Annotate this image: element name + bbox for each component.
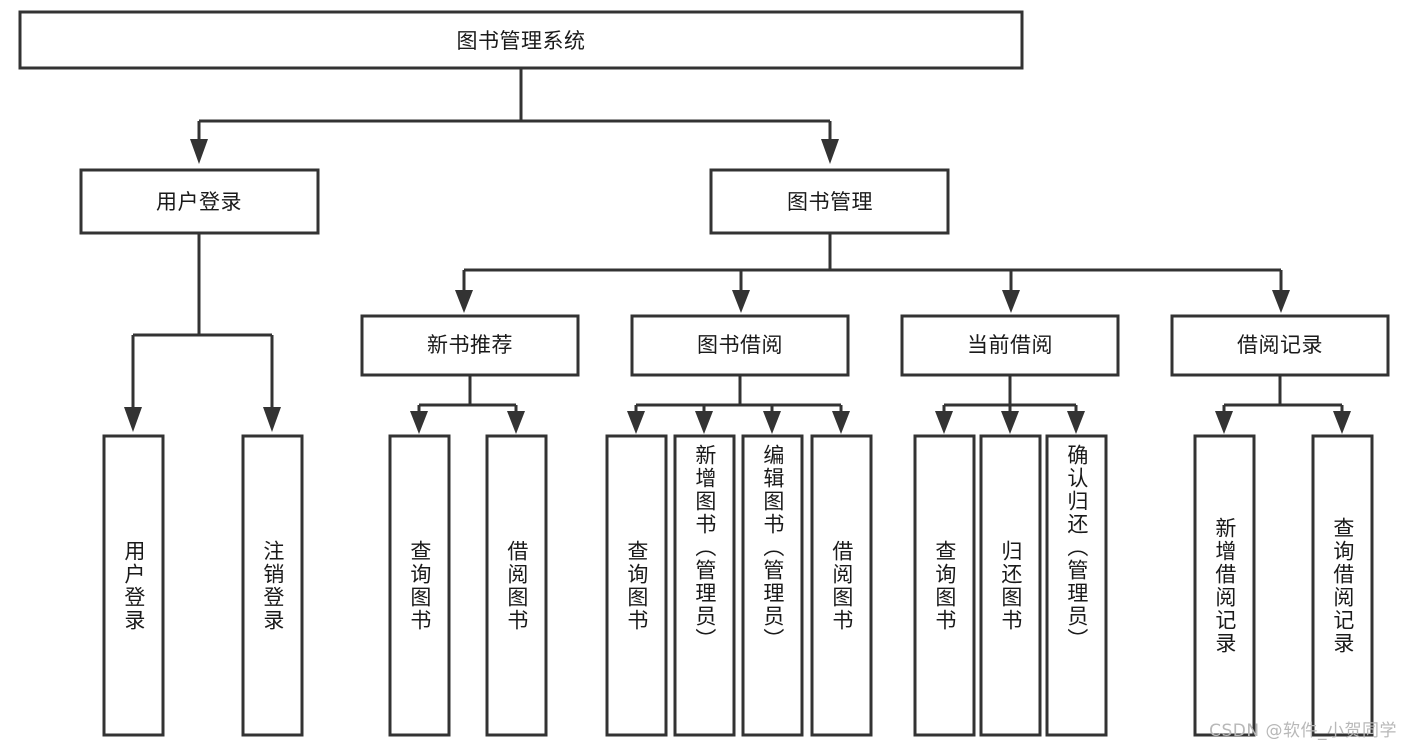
node-user-login[interactable]: 用户登录 bbox=[79, 168, 320, 235]
leaf-query-book-3-box[interactable] bbox=[913, 434, 976, 737]
leaf-add-book-box[interactable] bbox=[673, 434, 736, 737]
arrow-to-leaf-confirm-return bbox=[1067, 411, 1085, 434]
arrow-to-new-book-recommend bbox=[455, 290, 473, 313]
borrow-record-label: 借阅记录 bbox=[1237, 333, 1323, 357]
connector-book-manage-to-level2 bbox=[455, 233, 1290, 313]
connector-borrow-record-to-leaves bbox=[1215, 375, 1351, 434]
node-book-borrow[interactable]: 图书借阅 bbox=[630, 314, 850, 377]
connector-current-borrow-to-leaves bbox=[935, 375, 1085, 434]
node-root[interactable]: 图书管理系统 bbox=[18, 10, 1024, 70]
node-current-borrow[interactable]: 当前借阅 bbox=[900, 314, 1120, 377]
arrow-to-leaf-query-book-3 bbox=[935, 411, 953, 434]
arrow-to-leaf-query-record bbox=[1333, 411, 1351, 434]
root-box bbox=[18, 10, 1024, 70]
leaf-borrow-book-2-box[interactable] bbox=[810, 434, 873, 737]
arrow-to-current-borrow bbox=[1002, 290, 1020, 313]
leaf-edit-book-box[interactable] bbox=[741, 434, 804, 737]
arrow-to-leaf-return-book bbox=[1001, 411, 1019, 434]
node-borrow-record[interactable]: 借阅记录 bbox=[1170, 314, 1390, 377]
arrow-to-leaf-borrow-book-1 bbox=[507, 411, 525, 434]
current-borrow-label: 当前借阅 bbox=[967, 333, 1053, 357]
arrow-to-leaf-edit-book bbox=[763, 411, 781, 434]
user-login-label: 用户登录 bbox=[156, 190, 242, 214]
connector-user-login-to-leaves bbox=[124, 233, 281, 432]
connector-book-borrow-to-leaves bbox=[627, 375, 850, 434]
arrow-to-leaf-query-book-1 bbox=[410, 411, 428, 434]
root-label: 图书管理系统 bbox=[457, 29, 586, 53]
arrow-to-leaf-borrow-book-2 bbox=[832, 411, 850, 434]
leaf-user-login-box[interactable] bbox=[102, 434, 165, 737]
connector-root-to-level1 bbox=[190, 68, 839, 164]
leaf-add-record-box[interactable] bbox=[1193, 434, 1256, 737]
leaf-query-book-2-box[interactable] bbox=[605, 434, 668, 737]
arrow-to-leaf-add-record bbox=[1215, 411, 1233, 434]
arrow-to-leaf-logout bbox=[263, 407, 281, 432]
node-book-manage[interactable]: 图书管理 bbox=[709, 168, 950, 235]
leaf-boxes bbox=[102, 434, 1374, 737]
user-login-box bbox=[79, 168, 320, 235]
leaf-logout-box[interactable] bbox=[241, 434, 304, 737]
new-book-recommend-label: 新书推荐 bbox=[427, 333, 513, 357]
csdn-watermark: CSDN @软件_小贺同学 bbox=[1209, 721, 1397, 741]
leaf-return-book-box[interactable] bbox=[979, 434, 1042, 737]
connector-new-book-recommend-to-leaves bbox=[410, 375, 525, 434]
leaf-query-record-box[interactable] bbox=[1311, 434, 1374, 737]
book-manage-label: 图书管理 bbox=[787, 190, 873, 214]
arrow-to-leaf-add-book bbox=[695, 411, 713, 434]
leaf-query-book-1-box[interactable] bbox=[388, 434, 451, 737]
arrow-to-leaf-user-login bbox=[124, 407, 142, 432]
arrow-to-book-borrow bbox=[732, 290, 750, 313]
arrow-to-user-login bbox=[190, 139, 208, 164]
leaf-confirm-return-box[interactable] bbox=[1045, 434, 1108, 737]
node-new-book-recommend[interactable]: 新书推荐 bbox=[360, 314, 580, 377]
book-borrow-label: 图书借阅 bbox=[697, 333, 783, 357]
new-book-recommend-box bbox=[360, 314, 580, 377]
arrow-to-book-manage bbox=[821, 139, 839, 164]
arrow-to-borrow-record bbox=[1272, 290, 1290, 313]
arrow-to-leaf-query-book-2 bbox=[627, 411, 645, 434]
current-borrow-box bbox=[900, 314, 1120, 377]
leaf-borrow-book-1-box[interactable] bbox=[485, 434, 548, 737]
